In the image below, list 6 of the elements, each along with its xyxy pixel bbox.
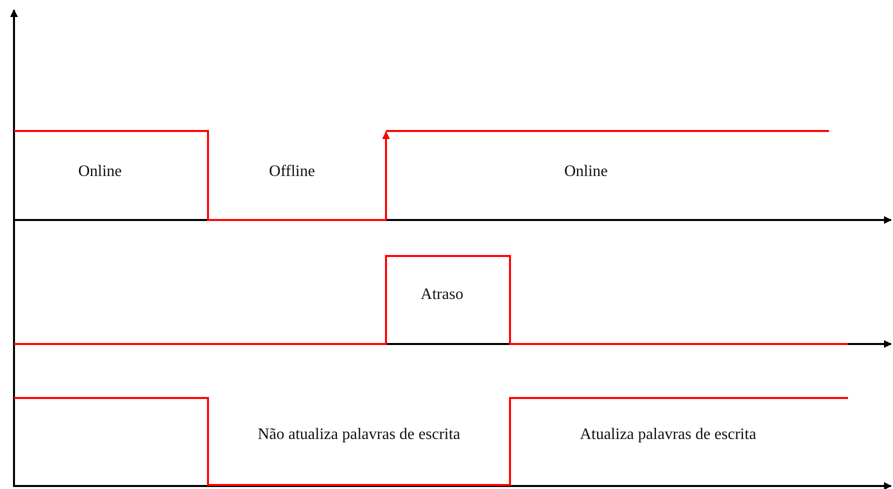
signal-state-label: Atualiza palavras de escrita [580, 426, 756, 444]
signal-state-label: Offline [269, 163, 315, 181]
signal-state-label: Atraso [420, 286, 464, 304]
signal-state-label: Online [78, 163, 122, 181]
signal-state-label: Online [564, 163, 608, 181]
signal-state-label: Não atualiza palavras de escrita [258, 426, 460, 444]
